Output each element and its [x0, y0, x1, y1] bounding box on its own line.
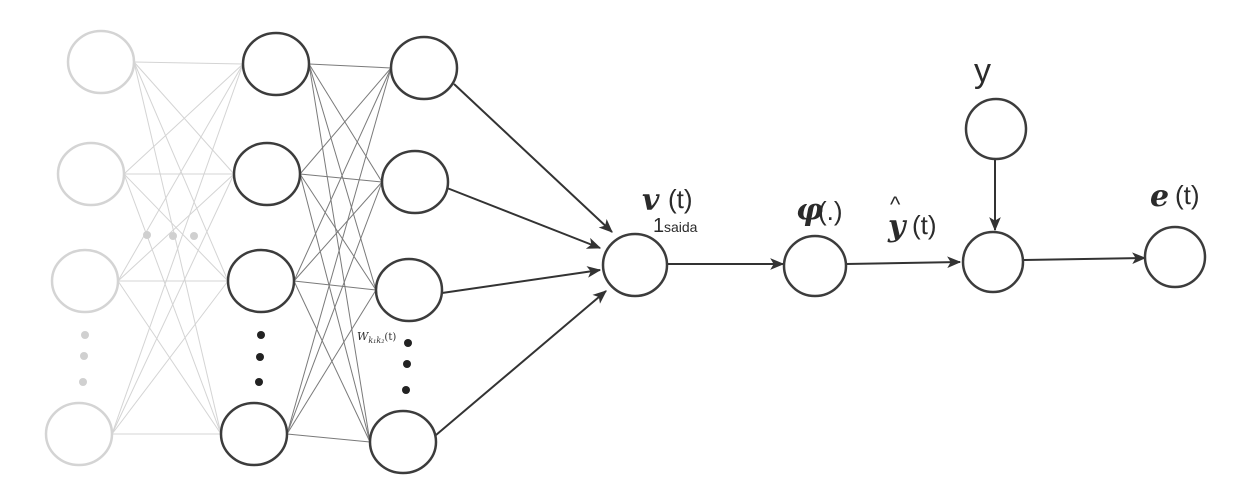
arrow-h3-to-sum [441, 266, 602, 294]
hidden1-node [226, 248, 296, 314]
error-label: e [1150, 179, 1169, 214]
hidden-layer-1 [219, 31, 311, 467]
comparator-node [961, 230, 1025, 294]
edge [299, 67, 392, 175]
weight-label: Wk₁k₂(t) [357, 330, 396, 345]
edge [123, 63, 244, 175]
ellipsis-dot [404, 339, 412, 347]
ellipsis-dot [403, 360, 411, 368]
activation-label-arg: (.) [818, 196, 843, 226]
sum-label-sub: 1 [653, 215, 664, 237]
ellipsis-dot [169, 232, 177, 240]
input-node [44, 401, 114, 467]
ellipsis-dot [79, 378, 87, 386]
target-node [964, 97, 1028, 161]
activation-label: φ [796, 193, 823, 228]
edge [286, 181, 383, 435]
hidden1-node [232, 141, 302, 207]
edge [111, 280, 229, 435]
hidden2-node [380, 149, 450, 215]
ellipsis-dot [81, 331, 89, 339]
sum-label-sub2: saida [664, 219, 698, 235]
edge [308, 63, 392, 69]
edge [286, 433, 371, 443]
edge [293, 67, 392, 282]
ellipsis-dot [402, 386, 410, 394]
hidden1-node [219, 401, 289, 467]
hidden2-node [374, 257, 444, 323]
edge [286, 67, 392, 435]
hidden2-node [368, 409, 438, 475]
ellipsis-dot [256, 353, 264, 361]
edge [308, 63, 377, 291]
hidden-layer-2 [368, 35, 459, 475]
target-label: y [974, 52, 991, 90]
output-sum-node [601, 232, 669, 298]
hidden2-ellipsis [402, 339, 412, 394]
input-node [66, 29, 136, 95]
edge [308, 63, 371, 443]
edge [117, 173, 235, 282]
ellipsis-dot [257, 331, 265, 339]
arrow-phi-to-comparator [845, 256, 962, 269]
sum-label: v [642, 183, 660, 218]
edge [111, 63, 244, 435]
sum-label-arg: (t) [668, 184, 693, 214]
error-label-arg: (t) [1175, 180, 1200, 210]
input-connections [111, 61, 244, 435]
prediction-hat: ^ [890, 192, 901, 217]
ellipsis-dot [80, 352, 88, 360]
arrow-comparator-to-error [1023, 252, 1147, 265]
edge [293, 280, 377, 291]
input-layer [44, 29, 136, 467]
ellipsis-dot [255, 378, 263, 386]
edge [117, 63, 244, 282]
edge [111, 173, 235, 435]
hidden1-ellipsis [255, 331, 265, 386]
error-node [1143, 225, 1207, 289]
arrow-h2-to-sum [446, 187, 602, 249]
input-node [50, 248, 120, 314]
ellipsis-dot [143, 231, 151, 239]
hidden2-node [389, 35, 459, 101]
input-ellipsis [79, 231, 198, 386]
arrow-h1-to-sum [453, 83, 613, 233]
input-node [56, 141, 126, 207]
arrow-h4-to-sum [435, 290, 607, 436]
edge [286, 289, 377, 435]
edge [308, 63, 383, 183]
hidden1-node [241, 31, 311, 97]
prediction-label: y [887, 209, 908, 244]
prediction-label-arg: (t) [912, 210, 937, 240]
weight-connections [286, 63, 392, 443]
activation-node [782, 234, 848, 298]
ellipsis-dot [190, 232, 198, 240]
output-arrows [435, 83, 1147, 436]
edge [293, 181, 383, 282]
edge [133, 61, 244, 65]
